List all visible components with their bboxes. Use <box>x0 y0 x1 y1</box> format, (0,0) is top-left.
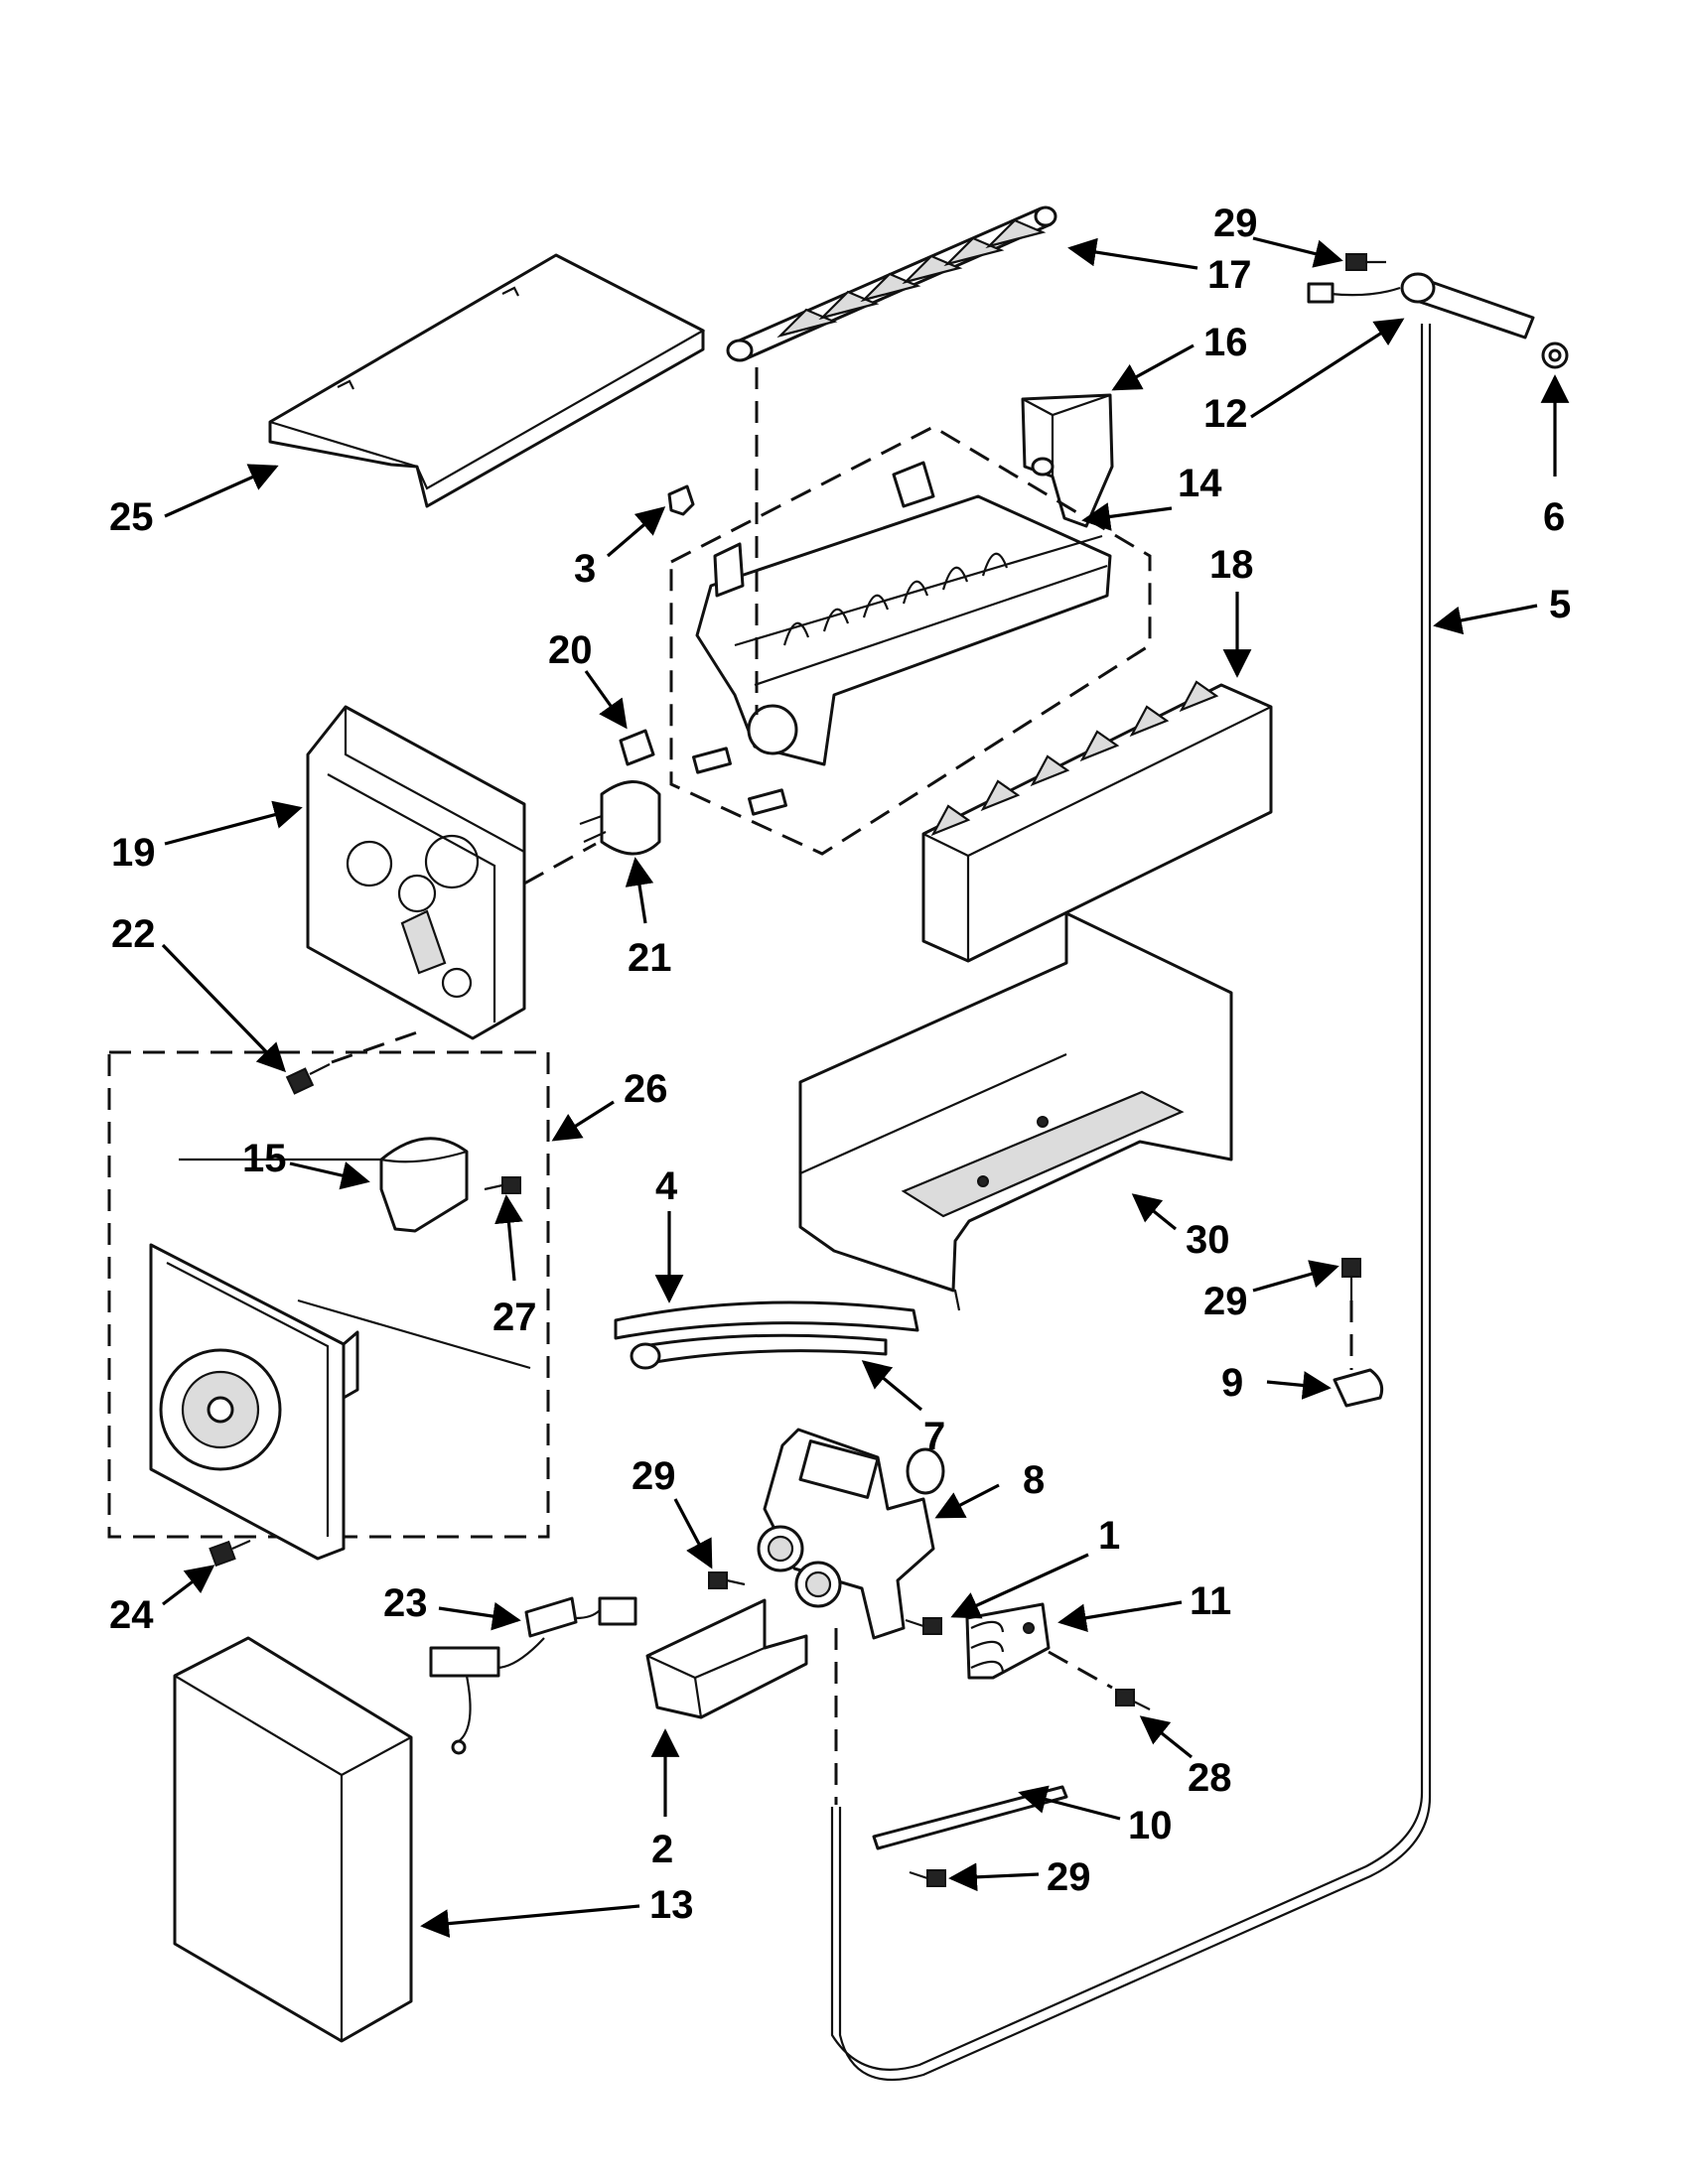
part-18-stripper <box>921 680 1273 963</box>
callout-24: 24 <box>109 1593 154 1637</box>
callout-6: 6 <box>1543 495 1565 539</box>
callout-11: 11 <box>1190 1579 1231 1623</box>
callout-29-bottom: 29 <box>1047 1855 1091 1899</box>
callout-26: 26 <box>624 1067 668 1111</box>
part-16-fill-cup <box>1021 393 1114 528</box>
callout-16: 16 <box>1203 321 1248 364</box>
callout-30: 30 <box>1186 1218 1230 1262</box>
callout-18: 18 <box>1209 543 1254 587</box>
callout-28: 28 <box>1188 1756 1232 1800</box>
part-14-mold <box>692 461 1112 816</box>
callout-12: 12 <box>1203 392 1248 436</box>
mold-assembly-box <box>669 425 1152 856</box>
callout-21: 21 <box>628 936 672 980</box>
callout-10: 10 <box>1128 1804 1173 1847</box>
screw-alignment-22 <box>331 1030 418 1064</box>
part-9-clamp <box>1333 1258 1384 1408</box>
callout-7: 7 <box>923 1415 945 1458</box>
part-5-water-tube <box>838 324 1432 2082</box>
callout-5: 5 <box>1549 583 1571 626</box>
callout-4: 4 <box>655 1164 678 1208</box>
part-27-screw <box>484 1176 521 1194</box>
part-7-tube <box>641 1333 888 1366</box>
callout-14: 14 <box>1178 462 1222 505</box>
part-1-screw <box>905 1617 942 1635</box>
part-26-module <box>149 1243 359 1561</box>
part-4-tube <box>614 1300 919 1340</box>
callout-13: 13 <box>649 1883 694 1927</box>
part-25-cover <box>268 253 706 508</box>
part-28-screw <box>1115 1689 1151 1710</box>
callout-29-top: 29 <box>1213 202 1258 245</box>
part-12-fill-tube-heater <box>1307 272 1535 340</box>
callout-8: 8 <box>1023 1458 1045 1502</box>
part-11-clamp <box>965 1602 1051 1680</box>
motor-module-box <box>107 1050 550 1539</box>
part-21-thermostat <box>579 780 661 856</box>
part-5-water-tube-inner <box>830 324 1424 2072</box>
callout-2: 2 <box>651 1828 673 1871</box>
callout-27: 27 <box>492 1296 537 1339</box>
callout-15: 15 <box>242 1137 287 1180</box>
callout-22: 22 <box>111 912 156 956</box>
callout-9: 9 <box>1221 1361 1243 1405</box>
screw-alignment-28 <box>1048 1650 1113 1690</box>
part-23-harness <box>429 1596 637 1755</box>
part-3-clip <box>667 484 695 516</box>
part-17-ejector <box>726 205 1057 362</box>
part-8-water-valve <box>757 1428 945 1640</box>
part-19-housing <box>306 705 526 1040</box>
callout-19: 19 <box>111 831 156 875</box>
callout-20: 20 <box>548 628 593 672</box>
callout-17: 17 <box>1207 253 1252 297</box>
part-7-tube-end <box>630 1342 661 1370</box>
motor-outline-line-2 <box>297 1298 531 1370</box>
callout-25: 25 <box>109 495 154 539</box>
callout-labels: 29 17 16 12 6 25 3 14 5 18 20 19 21 22 2… <box>109 202 1571 1927</box>
callout-3: 3 <box>574 547 596 591</box>
part-20-clip <box>619 729 655 766</box>
part-13-cover-box <box>173 1636 413 2043</box>
part-24-screw <box>209 1539 251 1568</box>
part-22-screw <box>285 1063 331 1095</box>
callout-29-mid: 29 <box>632 1454 676 1498</box>
callout-1: 1 <box>1098 1514 1120 1558</box>
part-2-bracket <box>645 1598 808 1719</box>
thermostat-alignment <box>523 842 597 886</box>
part-29-screw-bracket <box>708 1571 746 1589</box>
callout-29-right: 29 <box>1203 1280 1248 1323</box>
part-30-shield <box>798 911 1233 1311</box>
leader-lines <box>161 236 1570 1938</box>
callout-23: 23 <box>383 1581 428 1625</box>
part-29-screw-top <box>1345 253 1386 271</box>
part-29-screw-strip <box>909 1869 946 1887</box>
part-15-motor <box>379 1137 469 1233</box>
part-6-washer <box>1541 341 1569 369</box>
